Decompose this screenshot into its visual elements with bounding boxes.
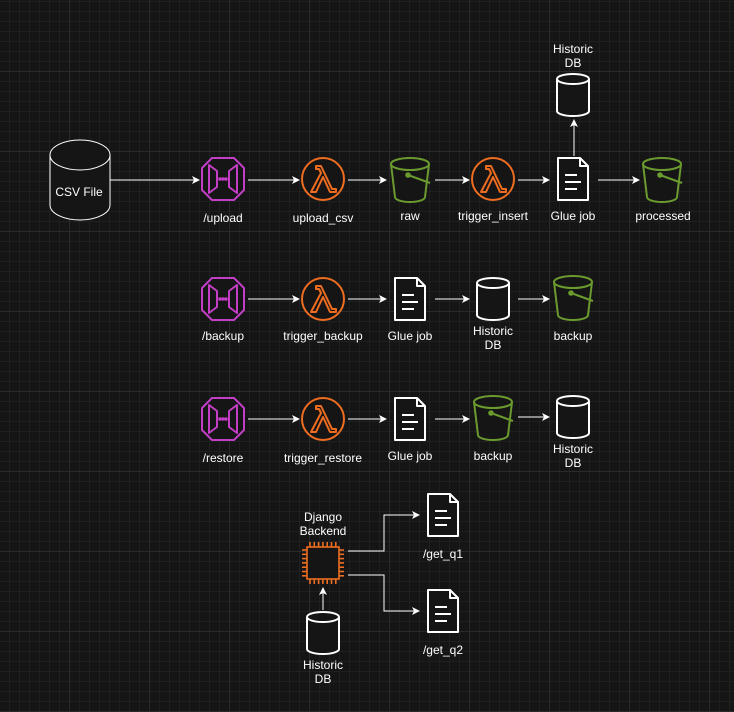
document-icon	[557, 157, 589, 201]
node-label-get-q1: /get_q1	[422, 547, 464, 561]
node-label-glue-job-2: Glue job	[387, 329, 433, 343]
node-label-historic-db-3: Historic DB	[552, 442, 593, 470]
api-gateway-icon	[201, 277, 245, 321]
node-label-get-q2: /get_q2	[422, 643, 464, 657]
node-label-upload-csv: upload_csv	[292, 211, 354, 225]
database-icon	[306, 611, 340, 655]
document-icon	[394, 277, 426, 321]
node-label-backup-1: backup	[553, 329, 593, 343]
document-icon	[427, 493, 459, 537]
node-label-backup-api: /backup	[201, 329, 245, 343]
api-gateway-icon	[201, 397, 245, 441]
node-label-glue-job-1: Glue job	[550, 209, 596, 223]
api-gateway-icon	[201, 157, 245, 201]
node-label-csv-file: CSV File	[55, 185, 103, 199]
edge-django-to-get-q1	[348, 511, 420, 552]
bucket-icon	[553, 275, 594, 321]
node-label-trigger-insert: trigger_insert	[457, 209, 529, 223]
node-label-backup-2: backup	[473, 449, 513, 463]
chip-icon	[302, 542, 344, 584]
cylinder-icon	[49, 139, 111, 221]
document-icon	[394, 397, 426, 441]
bucket-icon	[473, 395, 514, 441]
lambda-icon	[301, 397, 345, 441]
node-label-restore-api: /restore	[202, 451, 244, 465]
node-label-processed: processed	[635, 209, 691, 223]
node-label-upload: /upload	[203, 211, 243, 225]
database-icon	[476, 277, 510, 321]
bucket-icon	[642, 157, 683, 203]
node-label-glue-job-3: Glue job	[387, 449, 433, 463]
database-icon	[556, 73, 590, 117]
node-label-historic-db-4: Historic DB	[302, 658, 343, 686]
node-label-historic-db-2: Historic DB	[472, 324, 513, 352]
lambda-icon	[301, 277, 345, 321]
bucket-icon	[390, 157, 431, 203]
node-label-historic-db-top: Historic DB	[552, 42, 593, 70]
document-icon	[427, 589, 459, 633]
node-label-raw: raw	[400, 209, 420, 223]
node-label-trigger-restore: trigger_restore	[283, 451, 363, 465]
lambda-icon	[301, 157, 345, 201]
lambda-icon	[471, 157, 515, 201]
node-label-django-backend: Django Backend	[299, 510, 347, 538]
edge-django-to-get-q2	[348, 574, 420, 615]
node-label-trigger-backup: trigger_backup	[283, 329, 363, 343]
database-icon	[556, 395, 590, 439]
